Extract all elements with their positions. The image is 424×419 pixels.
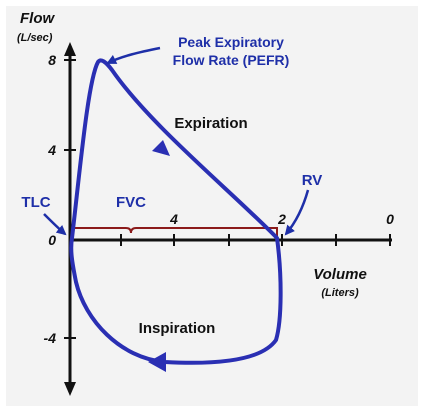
inspiration-label: Inspiration <box>139 320 216 337</box>
rv-pointer-arrow <box>284 189 310 236</box>
x-axis-title: Volume <box>313 266 367 283</box>
pefr-label-line1: Peak Expiratory <box>178 34 284 50</box>
y-tick-label: 0 <box>48 232 56 248</box>
x-tick-label: 4 <box>169 211 178 227</box>
pefr-label-line2: Flow Rate (PEFR) <box>173 52 290 68</box>
x-tick-label: 0 <box>386 211 394 227</box>
expiration-label: Expiration <box>174 115 247 132</box>
y-tick-label: 8 <box>48 52 56 68</box>
x-axis-unit: (Liters) <box>321 287 359 299</box>
pefr-pointer-arrow <box>106 46 161 65</box>
y-axis-arrow-down <box>64 382 76 396</box>
y-tick-label: -4 <box>44 330 57 346</box>
y-axis-unit: (L/sec) <box>17 32 53 44</box>
tlc-pointer-arrow <box>43 213 67 236</box>
y-axis-arrow-up <box>64 42 76 56</box>
tlc-label: TLC <box>21 194 50 211</box>
y-axis-title: Flow <box>20 10 55 27</box>
rv-label: RV <box>302 172 323 189</box>
x-tick-label: 2 <box>277 211 286 227</box>
inspiration-direction-arrow <box>148 352 166 372</box>
expiration-direction-arrow <box>152 140 170 156</box>
flow-volume-loop <box>69 58 283 365</box>
fvc-bracket <box>69 227 278 236</box>
y-tick-label: 4 <box>47 142 56 158</box>
fvc-label: FVC <box>116 194 146 211</box>
